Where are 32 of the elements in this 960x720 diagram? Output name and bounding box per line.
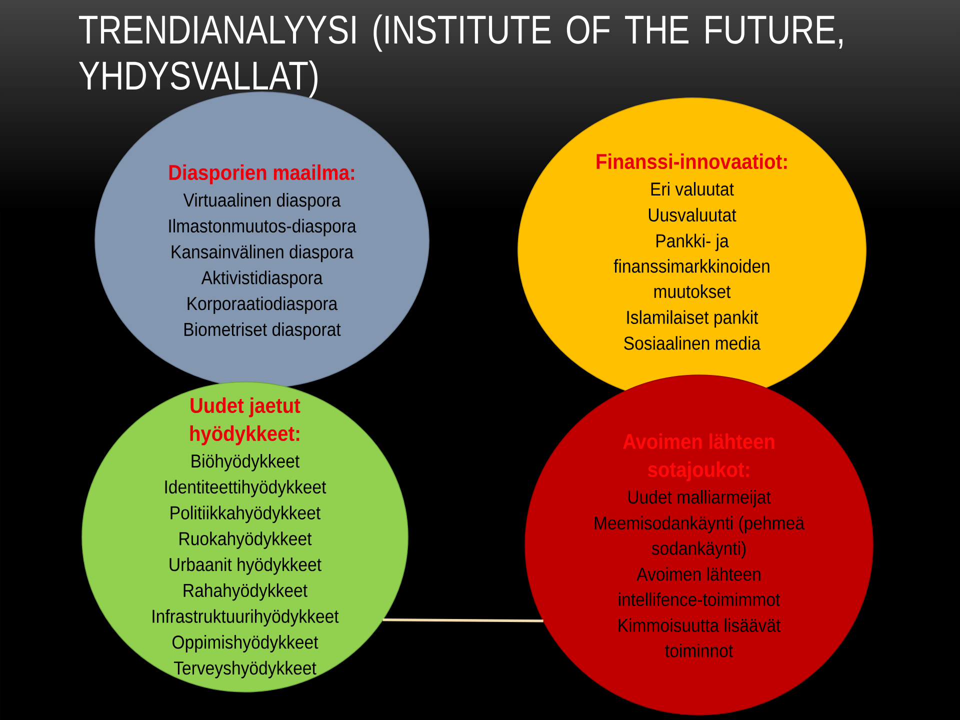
circle-heading: Avoimen lähteen sotajoukot:: [623, 433, 774, 482]
list-item: Terveyshyödykkeet: [174, 660, 316, 678]
list-item: Biöhyödykkeet: [192, 454, 300, 472]
list-item: Ruokahyödykkeet: [180, 532, 312, 549]
list-item: Urbaanit hyödykkeet: [170, 557, 322, 575]
list-item: Biometriset diasporat: [184, 322, 341, 340]
list-item: Ilmastonmuutos-diaspora: [169, 218, 356, 236]
list-item: Infrastruktuurihyödykkeet: [152, 609, 339, 627]
list-item: Politiikkahyödykkeet: [170, 506, 320, 524]
list-item: Uudet malliarmeijat: [628, 490, 771, 508]
list-item: Rahahyödykkeet: [184, 583, 308, 601]
list-item: Pankki- ja finanssimarkkinoiden muutokset: [614, 234, 770, 298]
list-item: Avoimen lähteen intellifence-toimimmot: [618, 567, 780, 606]
list-item: Meemisodankäynti (pehmeä sodankäynti): [594, 516, 804, 559]
circle-heading: Uudet jaetut hyödykkeet:: [190, 397, 300, 446]
list-item: Islamilaiset pankit: [627, 310, 758, 328]
topic-circle: [82, 382, 408, 692]
list-item: Aktivistidiaspora: [201, 270, 323, 288]
list-item: Uusvaluutat: [648, 208, 736, 222]
list-item: Virtuaalinen diaspora: [183, 193, 341, 210]
circle-heading: Diasporien maailma:: [169, 164, 354, 184]
list-item: Oppimishyödykkeet: [172, 635, 318, 652]
slide-title: TRENDIANALYYSI (INSTITUTE OF THE FUTURE, YHDYSVALLAT): [78, 14, 842, 98]
topic-circle: [524, 374, 874, 716]
list-item: Eri valuutat: [651, 182, 734, 196]
connector-line: [382, 618, 544, 622]
list-item: Identiteettihyödykkeet: [165, 480, 326, 498]
list-item: Korporaatiodiaspora: [188, 296, 338, 314]
list-item: Kimmoisuutta lisäävät toiminnot: [618, 618, 781, 658]
list-item: Kansainvälinen diaspora: [172, 244, 354, 262]
circle-heading: Finanssi-innovaatiot:: [596, 153, 787, 170]
list-item: Sosiaalinen media: [624, 336, 761, 350]
